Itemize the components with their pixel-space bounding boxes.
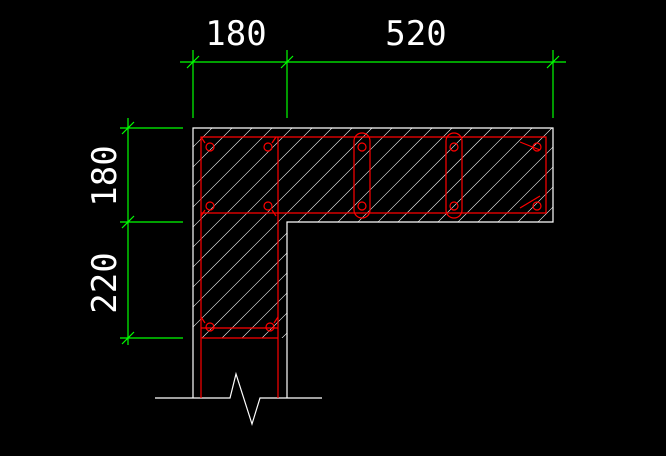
hatch-line bbox=[193, 128, 221, 338]
rebar-dot bbox=[263, 142, 273, 152]
rebar-dot bbox=[449, 142, 459, 152]
hatch-line bbox=[459, 128, 553, 338]
hatch-line bbox=[193, 128, 341, 338]
outline-path bbox=[192, 127, 554, 398]
dimension-labels: 180 520 180 220 bbox=[85, 14, 447, 314]
hatch-line bbox=[259, 128, 553, 338]
hatch-line bbox=[660, 0, 666, 420]
rebar-dot bbox=[265, 322, 275, 332]
tie-hook bbox=[271, 209, 277, 217]
hatch-line bbox=[193, 128, 261, 338]
hatch-line bbox=[339, 128, 553, 338]
tie-hook bbox=[271, 136, 277, 144]
rebar-dot bbox=[263, 201, 273, 211]
hatch-line bbox=[560, 0, 666, 420]
hatch-line bbox=[359, 128, 553, 338]
tie bbox=[445, 132, 463, 219]
hatch-line bbox=[0, 0, 180, 420]
rebar-dot bbox=[357, 142, 367, 152]
tie-hook bbox=[200, 136, 206, 144]
hatch-line bbox=[193, 128, 521, 338]
break-line bbox=[155, 371, 322, 427]
hatch-line bbox=[419, 128, 553, 338]
hatch-line bbox=[193, 128, 241, 338]
tick bbox=[280, 55, 294, 69]
tie bbox=[353, 132, 371, 219]
rebar-layout bbox=[200, 132, 547, 398]
rebar-dot bbox=[205, 322, 215, 332]
tie-hook bbox=[200, 316, 206, 324]
hatch-line bbox=[193, 128, 281, 338]
tick bbox=[121, 331, 135, 345]
hatch-line bbox=[640, 0, 666, 420]
hatch-line bbox=[580, 0, 666, 420]
hatch-line bbox=[193, 128, 401, 338]
hatch-line bbox=[0, 0, 80, 420]
hatch-line bbox=[519, 128, 553, 338]
dim-label-left-top: 180 bbox=[85, 145, 125, 206]
hatch-line bbox=[279, 128, 553, 338]
hatch-line bbox=[319, 128, 553, 338]
hatch-line bbox=[193, 128, 501, 338]
hatch-line bbox=[193, 128, 441, 338]
tick bbox=[186, 55, 200, 69]
hatch-line bbox=[193, 128, 361, 338]
hatch-line bbox=[0, 0, 100, 420]
rebar-dot bbox=[357, 201, 367, 211]
hatch-line bbox=[193, 128, 553, 338]
hatch-line bbox=[193, 128, 461, 338]
rebar-dot bbox=[205, 142, 215, 152]
hatch-line bbox=[239, 128, 553, 338]
hatch-line bbox=[499, 128, 553, 338]
concrete-hatch bbox=[0, 0, 666, 420]
rebar-dot bbox=[532, 201, 542, 211]
hatch-line bbox=[193, 128, 381, 338]
tie-hook bbox=[519, 195, 541, 209]
hatch-line bbox=[379, 128, 553, 338]
hatch-line bbox=[193, 128, 301, 338]
hatch-line bbox=[219, 128, 553, 338]
dim-label-top-left: 180 bbox=[205, 14, 266, 54]
hatch-line bbox=[193, 128, 553, 338]
tick bbox=[121, 215, 135, 229]
hatch-line bbox=[193, 128, 201, 338]
hatch-line bbox=[0, 0, 40, 420]
hatch-line bbox=[0, 0, 120, 420]
hatch-line bbox=[479, 128, 553, 338]
hatch-line bbox=[0, 0, 20, 420]
hatch-line bbox=[0, 0, 60, 420]
hatch-line bbox=[193, 128, 541, 338]
rebar-dot bbox=[205, 201, 215, 211]
hatch-line bbox=[399, 128, 553, 338]
tie-hook bbox=[519, 141, 541, 151]
hatch-line bbox=[620, 0, 666, 420]
dim-label-left-bottom: 220 bbox=[85, 252, 125, 313]
hatch-line bbox=[0, 0, 160, 420]
tie-hook bbox=[273, 316, 279, 324]
outer-stirrup bbox=[200, 136, 547, 398]
hatch-line bbox=[299, 128, 553, 338]
tie-hook bbox=[200, 209, 206, 217]
rebar-dot bbox=[532, 142, 542, 152]
section-outline bbox=[155, 127, 554, 427]
hatch-line bbox=[0, 0, 140, 420]
dimensions bbox=[120, 50, 566, 345]
dim-label-top-right: 520 bbox=[385, 14, 446, 54]
rebar-dot bbox=[449, 201, 459, 211]
tick bbox=[121, 121, 135, 135]
hatch-line bbox=[199, 128, 553, 338]
hatch-line bbox=[600, 0, 666, 420]
tick bbox=[546, 55, 560, 69]
hatch-line bbox=[539, 128, 553, 338]
